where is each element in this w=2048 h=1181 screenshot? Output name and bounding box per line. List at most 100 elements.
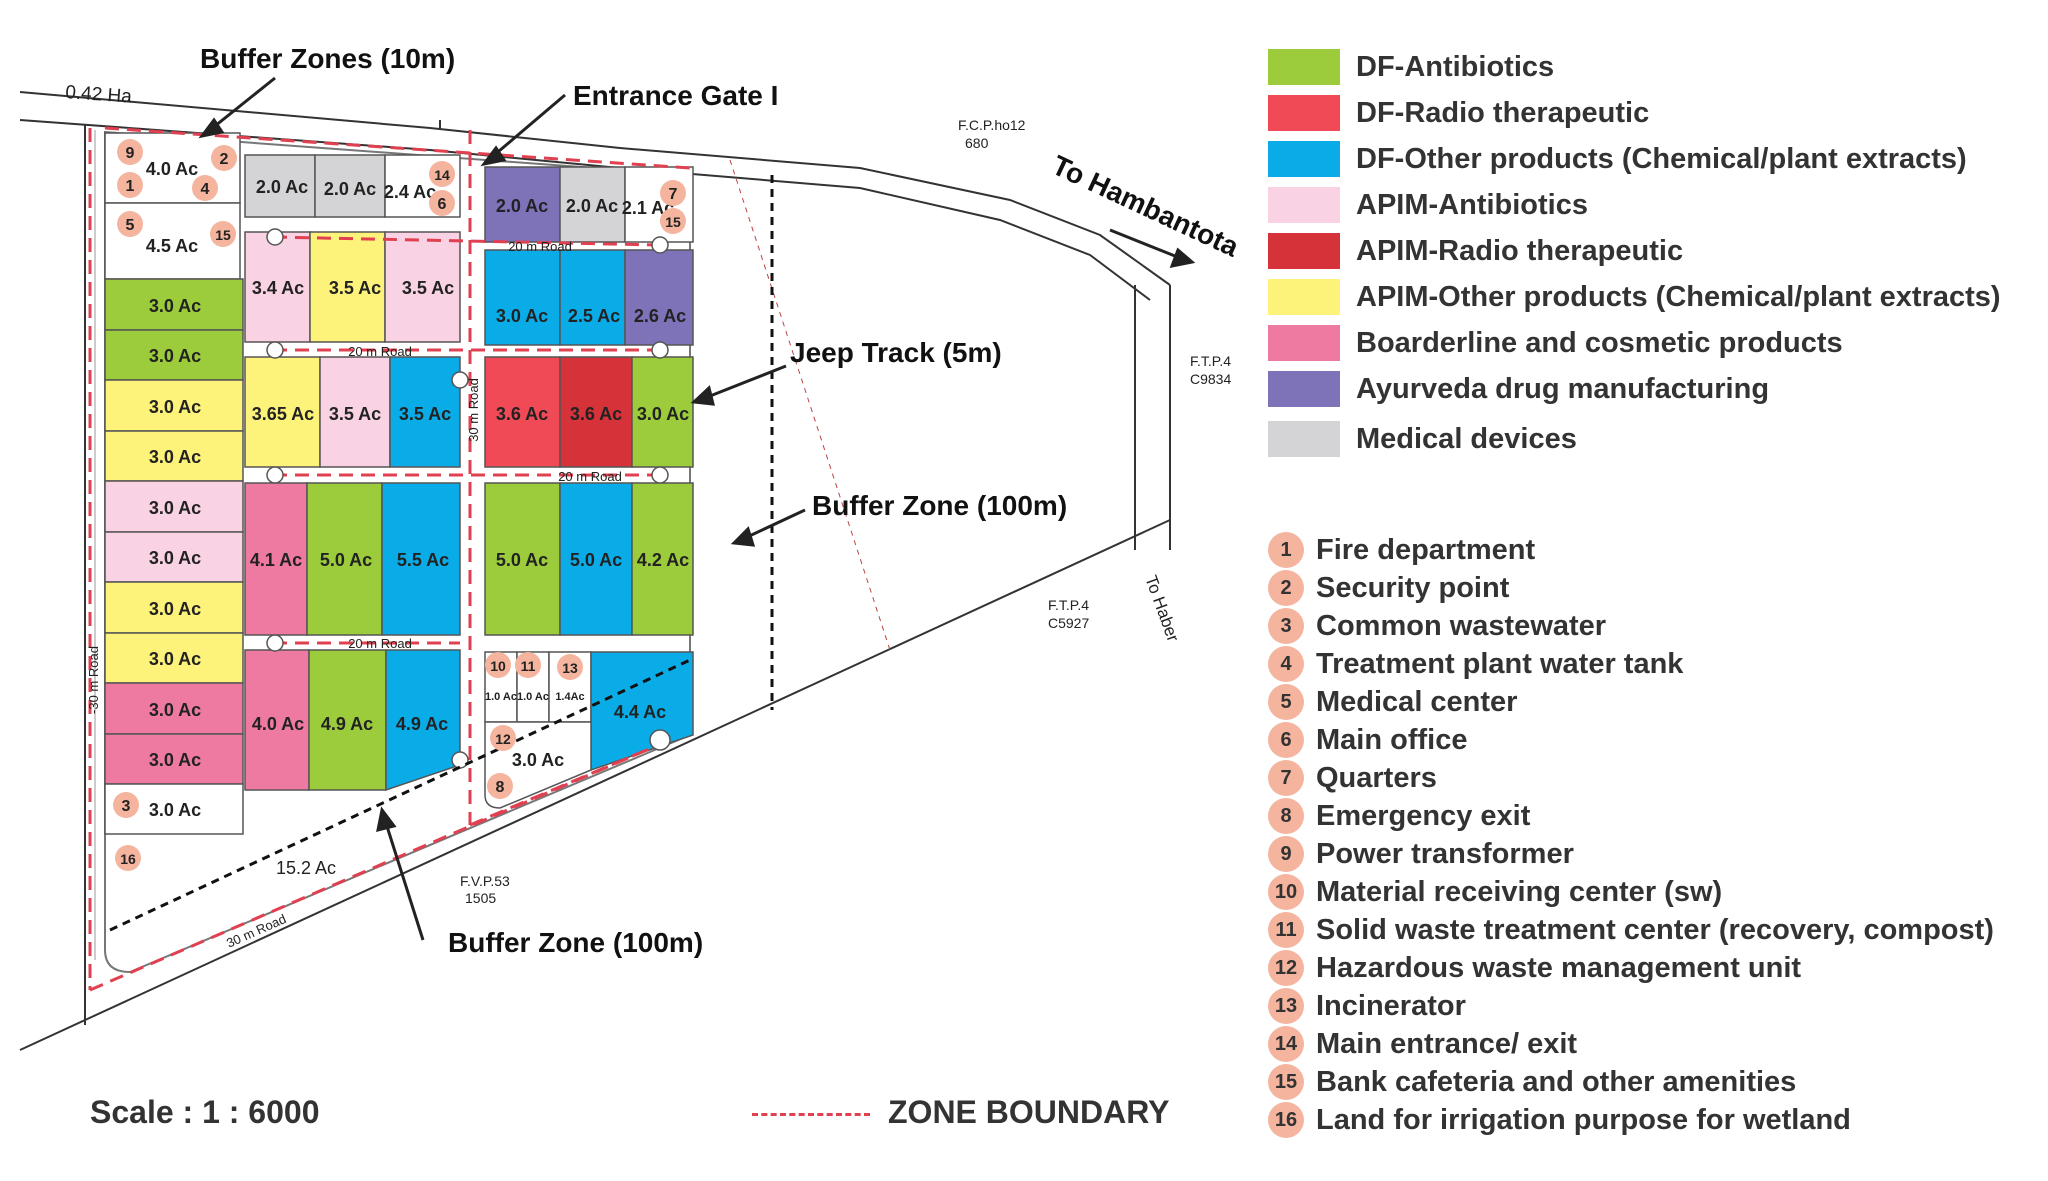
plot-a2[interactable] (309, 231, 386, 343)
svg-text:15: 15 (215, 227, 231, 243)
zone-boundary-label: ZONE BOUNDARY (888, 1094, 1170, 1130)
legend-label: DF-Other products (Chemical/plant extrac… (1356, 142, 1967, 175)
plot-c7[interactable] (104, 581, 244, 634)
plot-t3[interactable] (631, 356, 694, 468)
facility-number-badge: 2 (1268, 570, 1304, 606)
badge-1[interactable]: 1 (117, 172, 143, 198)
plot-label-b1: 3.65 Ac (252, 404, 314, 424)
plot-d1[interactable] (244, 482, 308, 636)
badge-7[interactable]: 7 (660, 180, 686, 206)
plot-a1[interactable] (244, 231, 311, 343)
plot-u2[interactable] (559, 482, 633, 636)
plot-label-d3: 5.5 Ac (397, 550, 449, 570)
facility-label: Medical center (1316, 685, 1518, 718)
badge-11[interactable]: 11 (515, 652, 541, 678)
road-label-20a: 20 m Road (348, 344, 412, 359)
facility-label: Land for irrigation purpose for wetland (1316, 1103, 1851, 1136)
plot-d3[interactable] (381, 482, 461, 636)
plot-c4[interactable] (104, 430, 244, 482)
plot-e2[interactable] (308, 649, 387, 791)
badge-9[interactable]: 9 (117, 139, 143, 165)
facility-label: Solid waste treatment center (recovery, … (1316, 913, 1994, 946)
road-label-20c: 20 m Road (348, 636, 412, 651)
plot-label-v3: 1.4Ac (555, 691, 584, 703)
facility-number-badge: 8 (1268, 798, 1304, 834)
badge-14[interactable]: 14 (429, 161, 455, 187)
plot-t1[interactable] (484, 356, 561, 468)
plot-e1[interactable] (244, 649, 310, 791)
plot-label-m1: 2.0 Ac (256, 177, 308, 197)
survey-fvp-num: 1505 (465, 890, 496, 906)
plot-s2[interactable] (559, 249, 626, 346)
plot-b3[interactable] (389, 356, 461, 468)
svg-text:11: 11 (521, 658, 536, 674)
facility-label: Emergency exit (1316, 799, 1531, 832)
badge-15a[interactable]: 15 (210, 221, 236, 247)
plot-u3[interactable] (631, 482, 694, 636)
survey-fvp: F.V.P.53 (460, 873, 510, 889)
legend-item-borderline: Boarderline and cosmetic products (1268, 324, 1843, 362)
svg-text:1: 1 (126, 178, 135, 195)
plot-c10[interactable] (104, 733, 244, 785)
label-jeep-track: Jeep Track (5m) (790, 337, 1002, 368)
badge-15b[interactable]: 15 (660, 208, 686, 234)
plot-m2[interactable] (314, 154, 386, 218)
facility-number-badge: 10 (1268, 874, 1304, 910)
facility-number-badge: 14 (1268, 1026, 1304, 1062)
plot-r1[interactable] (484, 166, 561, 243)
badge-16[interactable]: 16 (115, 845, 141, 871)
plot-d2[interactable] (306, 482, 383, 636)
legend-item-df-antibiotics: DF-Antibiotics (1268, 48, 1554, 86)
survey-notes: 0.42 Ha F.C.P.ho12 680 F.T.P.4 C9834 F.T… (65, 82, 1232, 906)
plot-label-c6: 3.0 Ac (149, 548, 201, 568)
plot-c5[interactable] (104, 480, 244, 533)
svg-text:12: 12 (495, 731, 511, 747)
plot-c6[interactable] (104, 531, 244, 583)
facility-number-badge: 15 (1268, 1064, 1304, 1100)
badge-10[interactable]: 10 (485, 652, 511, 678)
plot-label-r1: 2.0 Ac (496, 196, 548, 216)
badge-3[interactable]: 3 (113, 792, 139, 818)
badge-4[interactable]: 4 (192, 175, 218, 201)
plot-label-u3: 4.2 Ac (637, 550, 689, 570)
plot-u1[interactable] (484, 482, 561, 636)
facility-label: Quarters (1316, 761, 1437, 794)
badge-8[interactable]: 8 (487, 773, 513, 799)
industrial-zone-map: 4.0 Ac 4.5 Ac 3.0 Ac 3.0 Ac 3.0 Ac 3.0 A… (19, 43, 1244, 1051)
facility-label: Power transformer (1316, 837, 1574, 870)
annotation-arrows (198, 76, 1196, 941)
plot-label-s2: 2.5 Ac (568, 306, 620, 326)
plot-label-s1: 3.0 Ac (496, 306, 548, 326)
legend-item-df-radio: DF-Radio therapeutic (1268, 94, 1649, 132)
badge-12[interactable]: 12 (490, 725, 516, 751)
plot-label-c3: 3.0 Ac (149, 397, 201, 417)
plot-b2[interactable] (319, 356, 391, 468)
plot-a3[interactable] (384, 231, 461, 343)
plot-label-t3: 3.0 Ac (637, 404, 689, 424)
badge-5[interactable]: 5 (117, 211, 143, 237)
legend-swatch (1268, 325, 1340, 361)
legend-item-apim-radio: APIM-Radio therapeutic (1268, 232, 1683, 270)
plot-r2[interactable] (559, 166, 626, 243)
legend-swatch (1268, 279, 1340, 315)
badge-13[interactable]: 13 (557, 654, 583, 680)
legend-swatch (1268, 141, 1340, 177)
plot-label-c4: 3.0 Ac (149, 447, 201, 467)
block-b (244, 356, 461, 468)
block-s (484, 249, 694, 346)
survey-ftp-mid: F.T.P.4 (1048, 597, 1089, 613)
plot-c9[interactable] (104, 682, 244, 735)
plot-s1[interactable] (484, 249, 561, 346)
label-buffer-zone-100m-right: Buffer Zone (100m) (812, 490, 1067, 521)
facility-label: Common wastewater (1316, 609, 1607, 642)
badge-2[interactable]: 2 (211, 145, 237, 171)
survey-ftp-right: F.T.P.4 (1190, 353, 1231, 369)
svg-text:10: 10 (490, 658, 506, 674)
plot-s3[interactable] (624, 249, 694, 346)
label-buffer-zones-10m: Buffer Zones (10m) (200, 43, 455, 74)
badge-6[interactable]: 6 (429, 190, 455, 216)
